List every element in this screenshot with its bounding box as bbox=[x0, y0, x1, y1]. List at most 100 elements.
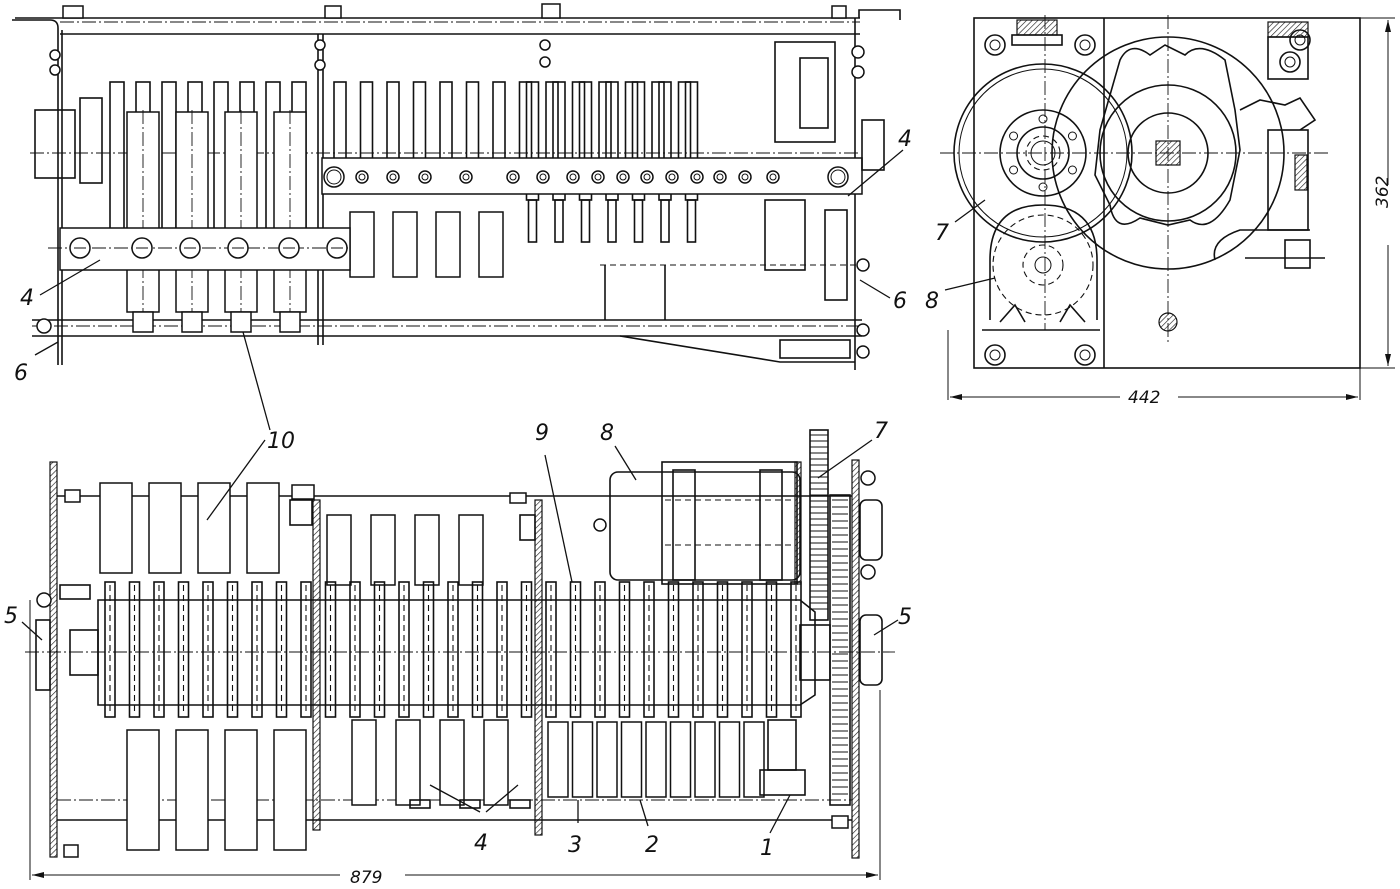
contact-finger bbox=[128, 581, 141, 718]
gear-7 bbox=[953, 63, 1133, 243]
bolt-hole bbox=[1009, 165, 1019, 175]
bolt-hole bbox=[1038, 182, 1048, 192]
contact-finger-block bbox=[148, 482, 182, 574]
contact-finger-block bbox=[571, 721, 594, 798]
nut bbox=[132, 311, 154, 333]
contact-finger-block bbox=[669, 721, 692, 798]
contact-finger-block bbox=[99, 482, 133, 574]
mounting-bolt bbox=[984, 34, 1006, 56]
callout-4: 4 bbox=[474, 831, 488, 856]
bolt-hole bbox=[1067, 165, 1077, 175]
mounting-bolt bbox=[1289, 29, 1311, 51]
contact-finger bbox=[104, 581, 116, 718]
contact-finger bbox=[300, 581, 312, 718]
bolt-hole bbox=[1067, 131, 1077, 141]
contact-finger bbox=[651, 81, 665, 161]
contact-finger bbox=[275, 581, 288, 718]
callout-2: 2 bbox=[645, 833, 659, 858]
callout-4: 4 bbox=[20, 286, 34, 311]
contact-finger-block bbox=[694, 721, 716, 798]
resistor-block bbox=[392, 211, 418, 278]
contact-finger bbox=[545, 581, 557, 718]
contact-finger bbox=[465, 81, 480, 161]
contact-finger bbox=[333, 81, 347, 161]
end-plate-right bbox=[851, 459, 860, 859]
contact-finger bbox=[439, 81, 453, 161]
contact-finger bbox=[251, 581, 263, 718]
contact-finger bbox=[667, 581, 680, 718]
screw bbox=[591, 170, 605, 184]
end-view bbox=[940, 15, 1361, 369]
contact-finger bbox=[177, 581, 190, 718]
contact-finger-block bbox=[326, 514, 352, 586]
callout-10: 10 bbox=[267, 429, 295, 454]
contact-finger-block bbox=[645, 721, 667, 798]
mounting-bolt bbox=[984, 344, 1006, 366]
mounting-bolt bbox=[1074, 34, 1096, 56]
motor-8 bbox=[609, 471, 801, 581]
top-view bbox=[12, 3, 901, 370]
screw bbox=[766, 170, 780, 184]
contact-finger bbox=[359, 81, 374, 161]
frame-bolt bbox=[62, 3, 847, 19]
contact-finger bbox=[422, 581, 435, 718]
contact-finger bbox=[677, 81, 692, 161]
contact-finger bbox=[373, 581, 386, 718]
nut bbox=[279, 311, 301, 333]
contact-finger-block bbox=[224, 729, 258, 851]
contact-finger-block bbox=[126, 729, 160, 851]
screw bbox=[459, 170, 473, 184]
contact-finger bbox=[202, 581, 214, 718]
callout-5: 5 bbox=[898, 605, 912, 630]
screw bbox=[355, 170, 369, 184]
callout-4: 4 bbox=[898, 127, 912, 152]
dimension-end-width: 442 bbox=[1128, 388, 1160, 408]
side-bolts bbox=[36, 39, 870, 359]
contact-finger-block bbox=[351, 719, 377, 806]
callout-1: 1 bbox=[760, 836, 774, 861]
screw bbox=[506, 170, 520, 184]
callout-6: 6 bbox=[893, 289, 907, 314]
contact-finger bbox=[153, 581, 165, 718]
contact-finger bbox=[386, 81, 400, 161]
callout-8: 8 bbox=[600, 421, 614, 446]
dimension-end-height: 362 bbox=[1373, 176, 1393, 208]
contact-finger bbox=[496, 581, 508, 718]
contact-finger-block bbox=[175, 729, 209, 851]
contact-finger bbox=[741, 581, 753, 718]
contact-finger bbox=[520, 581, 533, 718]
contact-finger bbox=[412, 81, 427, 161]
screw bbox=[386, 170, 400, 184]
callout-8: 8 bbox=[925, 289, 939, 314]
contact-finger-block bbox=[395, 719, 421, 806]
dimensions: 879 442 362 bbox=[29, 17, 1395, 888]
contact-finger bbox=[349, 581, 361, 718]
contact-finger-block bbox=[620, 721, 643, 798]
contact-finger bbox=[594, 581, 606, 718]
drum-wheel bbox=[1051, 36, 1285, 270]
contact-finger-block bbox=[743, 721, 765, 798]
contact-finger bbox=[716, 581, 729, 718]
screw bbox=[566, 170, 580, 184]
resistor-block bbox=[478, 211, 504, 278]
contact-finger-block bbox=[596, 721, 618, 798]
screw bbox=[616, 170, 630, 184]
end-plate-left bbox=[49, 461, 58, 858]
contact-finger bbox=[492, 81, 506, 161]
contact-finger-block bbox=[718, 721, 741, 798]
mounting-bolt bbox=[1279, 51, 1301, 73]
resistor-block bbox=[435, 211, 461, 278]
contact-finger-block bbox=[370, 514, 396, 586]
mounting-bolt bbox=[1074, 344, 1096, 366]
contact-finger bbox=[598, 81, 612, 161]
contact-finger-block bbox=[458, 514, 484, 586]
contact-finger bbox=[569, 581, 582, 718]
callout-5: 5 bbox=[4, 604, 18, 629]
screw bbox=[536, 170, 550, 184]
callout-9: 9 bbox=[535, 421, 549, 446]
callout-7: 7 bbox=[874, 419, 888, 444]
contact-finger bbox=[643, 581, 655, 718]
front-view bbox=[25, 429, 895, 859]
contact-finger-block bbox=[414, 514, 440, 586]
